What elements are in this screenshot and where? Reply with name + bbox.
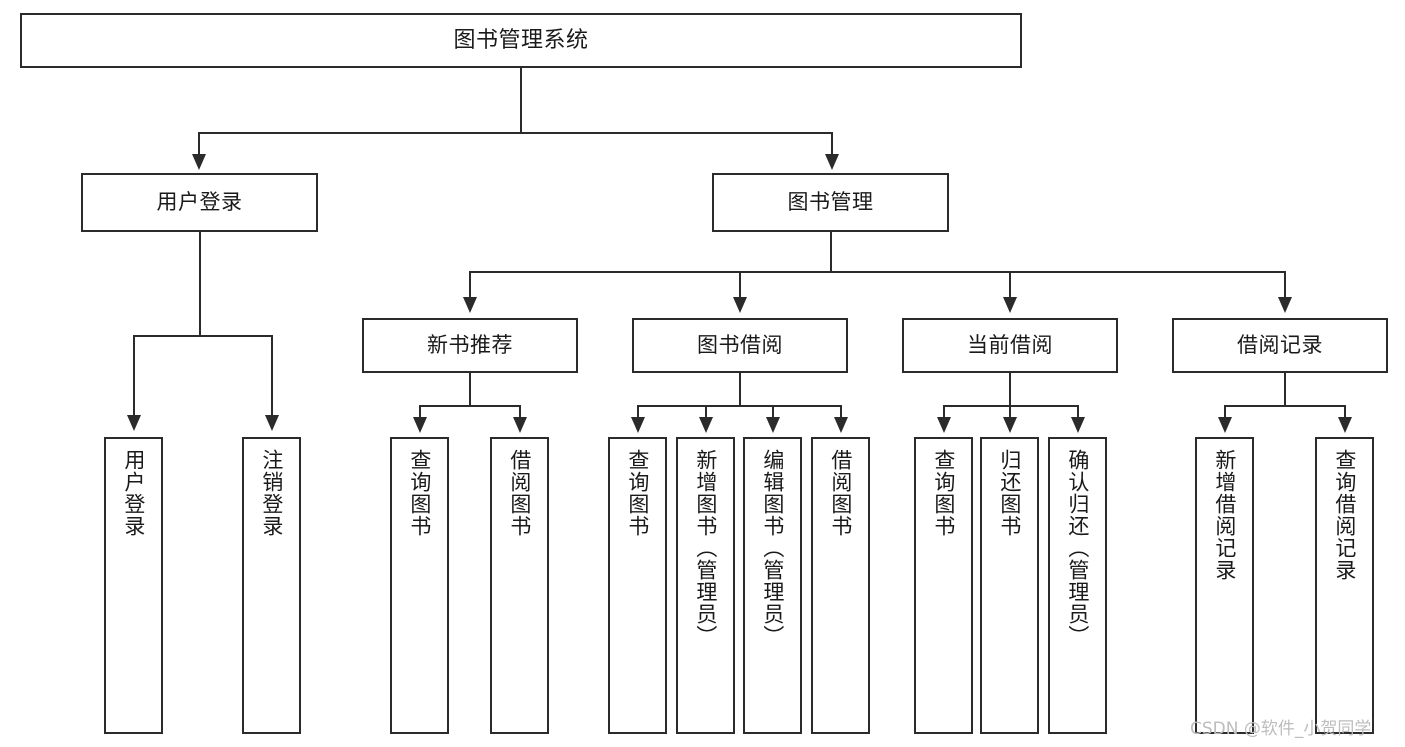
edge-borrow-record-bar xyxy=(1224,405,1344,407)
arrowhead-icon xyxy=(825,154,839,170)
node-user-login[interactable]: 用户登录 xyxy=(81,173,318,232)
node-current-borrow[interactable]: 当前借阅 xyxy=(902,318,1118,373)
arrowhead-icon xyxy=(1071,417,1085,433)
arrowhead-icon xyxy=(1003,297,1017,313)
edge-root-to-book-manage xyxy=(831,132,833,156)
edge-root-to-user-login xyxy=(198,132,200,156)
node-label: 查询图书 xyxy=(931,449,956,537)
edge-book-borrow-to-leaf-4 xyxy=(840,405,842,419)
edge-to-book-borrow xyxy=(739,271,741,299)
edge-book-borrow-bar xyxy=(637,405,841,407)
leaf-record-add-record[interactable]: 新增借阅记录 xyxy=(1195,437,1254,734)
edge-book-borrow-to-leaf-2 xyxy=(705,405,707,419)
arrowhead-icon xyxy=(937,417,951,433)
node-label: 查询图书 xyxy=(625,449,650,537)
node-label: 图书管理系统 xyxy=(453,27,589,53)
arrowhead-icon xyxy=(1003,417,1017,433)
leaf-current-return-book[interactable]: 归还图书 xyxy=(980,437,1039,734)
edge-current-borrow-to-leaf-1 xyxy=(943,405,945,419)
node-label: 确认归还（管理员） xyxy=(1065,449,1090,647)
arrowhead-icon xyxy=(265,415,279,431)
node-new-book-recommend[interactable]: 新书推荐 xyxy=(362,318,578,373)
edge-current-borrow-stem xyxy=(1009,373,1011,406)
node-label: 归还图书 xyxy=(997,449,1022,537)
edge-book-manage-stem xyxy=(830,232,832,272)
arrowhead-icon xyxy=(1278,297,1292,313)
leaf-logout-login[interactable]: 注销登录 xyxy=(242,437,301,734)
node-label: 借阅记录 xyxy=(1237,333,1323,358)
node-label: 查询借阅记录 xyxy=(1332,449,1357,581)
edge-book-borrow-stem xyxy=(739,373,741,406)
node-label: 新增图书（管理员） xyxy=(693,449,718,647)
leaf-recommend-borrow-book[interactable]: 借阅图书 xyxy=(490,437,549,734)
node-label: 编辑图书（管理员） xyxy=(760,449,785,647)
edge-new-book-stem xyxy=(469,373,471,406)
node-book-borrow[interactable]: 图书借阅 xyxy=(632,318,848,373)
edge-new-book-to-leaf-1 xyxy=(419,405,421,419)
node-book-management[interactable]: 图书管理 xyxy=(712,173,949,232)
arrowhead-icon xyxy=(1218,417,1232,433)
edge-book-borrow-to-leaf-1 xyxy=(637,405,639,419)
edge-user-login-bar xyxy=(133,335,272,337)
node-label: 新增借阅记录 xyxy=(1212,449,1237,581)
node-label: 注销登录 xyxy=(259,449,284,537)
edge-to-new-book-recommend xyxy=(469,271,471,299)
edge-current-borrow-to-leaf-2 xyxy=(1009,405,1011,419)
edge-to-current-borrow xyxy=(1009,271,1011,299)
edge-to-borrow-record xyxy=(1284,271,1286,299)
leaf-current-query-book[interactable]: 查询图书 xyxy=(914,437,973,734)
arrowhead-icon xyxy=(631,417,645,433)
edge-user-login-stem xyxy=(199,232,201,336)
arrowhead-icon xyxy=(127,415,141,431)
node-label: 借阅图书 xyxy=(828,449,853,537)
edge-user-login-to-leaf-1 xyxy=(133,335,135,417)
edge-new-book-to-leaf-2 xyxy=(519,405,521,419)
node-label: 用户登录 xyxy=(121,449,146,537)
leaf-recommend-query-book[interactable]: 查询图书 xyxy=(390,437,449,734)
edge-borrow-record-stem xyxy=(1284,373,1286,406)
edge-borrow-record-to-leaf-2 xyxy=(1344,405,1346,419)
leaf-borrow-edit-book-admin[interactable]: 编辑图书（管理员） xyxy=(743,437,802,734)
csdn-watermark: CSDN @软件_小贺同学 xyxy=(1190,719,1372,739)
node-label: 查询图书 xyxy=(407,449,432,537)
edge-borrow-record-to-leaf-1 xyxy=(1224,405,1226,419)
edge-new-book-bar xyxy=(419,405,521,407)
leaf-borrow-query-book[interactable]: 查询图书 xyxy=(608,437,667,734)
node-label: 借阅图书 xyxy=(507,449,532,537)
edge-root-bar xyxy=(198,132,832,134)
arrowhead-icon xyxy=(766,417,780,433)
arrowhead-icon xyxy=(834,417,848,433)
node-label: 新书推荐 xyxy=(427,333,513,358)
leaf-current-confirm-return-admin[interactable]: 确认归还（管理员） xyxy=(1048,437,1107,734)
arrowhead-icon xyxy=(733,297,747,313)
leaf-borrow-borrow-book[interactable]: 借阅图书 xyxy=(811,437,870,734)
edge-current-borrow-to-leaf-3 xyxy=(1077,405,1079,419)
arrowhead-icon xyxy=(699,417,713,433)
node-label: 用户登录 xyxy=(156,190,243,215)
node-label: 图书借阅 xyxy=(697,333,783,358)
edge-root-stem xyxy=(520,68,522,133)
arrowhead-icon xyxy=(1338,417,1352,433)
node-root-system[interactable]: 图书管理系统 xyxy=(20,13,1022,68)
node-label: 图书管理 xyxy=(787,190,874,215)
edge-user-login-to-leaf-2 xyxy=(271,335,273,417)
edge-book-manage-bar xyxy=(469,271,1285,273)
arrowhead-icon xyxy=(413,417,427,433)
node-borrow-record[interactable]: 借阅记录 xyxy=(1172,318,1388,373)
node-label: 当前借阅 xyxy=(967,333,1053,358)
leaf-user-login[interactable]: 用户登录 xyxy=(104,437,163,734)
leaf-borrow-add-book-admin[interactable]: 新增图书（管理员） xyxy=(676,437,735,734)
arrowhead-icon xyxy=(513,417,527,433)
arrowhead-icon xyxy=(192,154,206,170)
arrowhead-icon xyxy=(463,297,477,313)
leaf-record-query-record[interactable]: 查询借阅记录 xyxy=(1315,437,1374,734)
edge-book-borrow-to-leaf-3 xyxy=(772,405,774,419)
